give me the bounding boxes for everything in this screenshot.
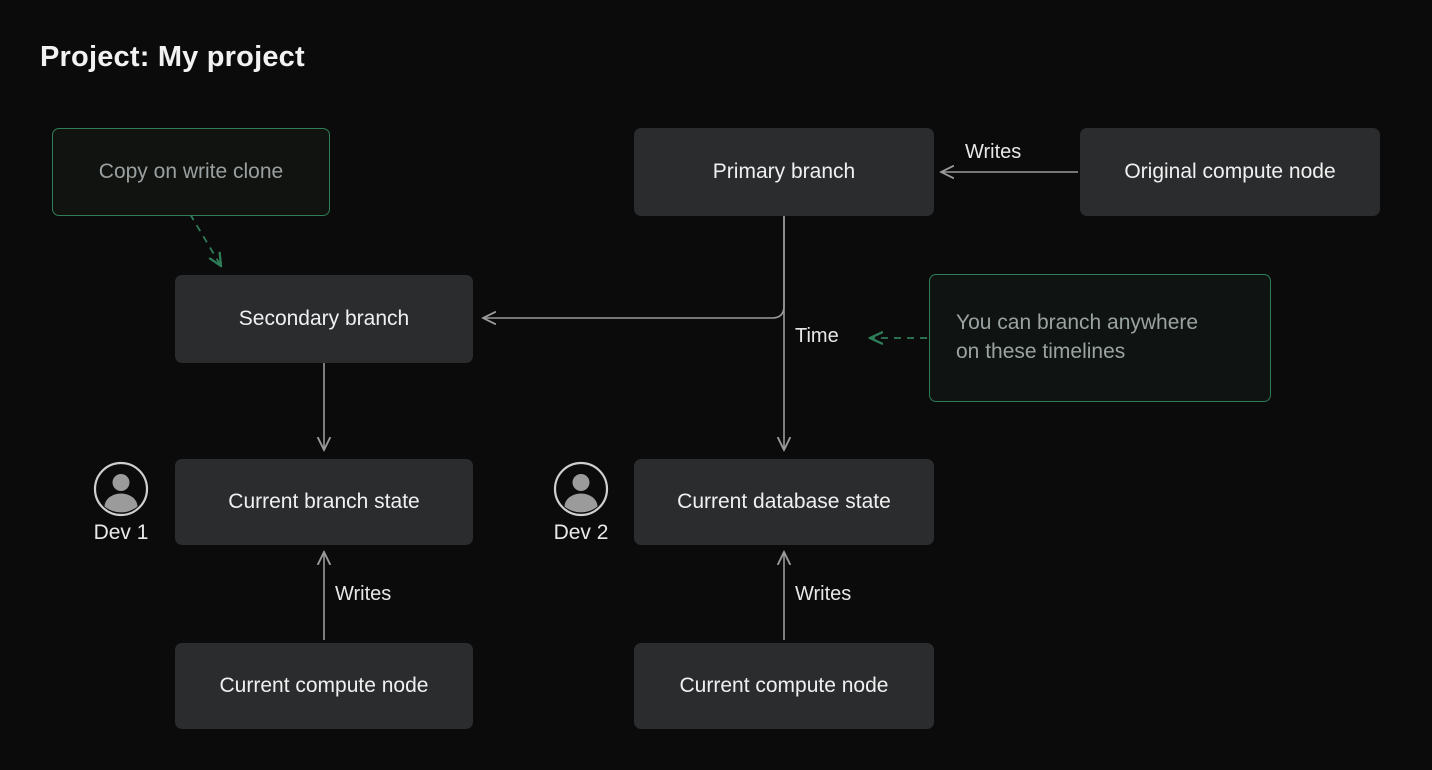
node-label: Secondary branch: [238, 306, 410, 330]
edge-label-writes-left: Writes: [335, 583, 392, 605]
note-line-1: You can branch anywhere: [956, 311, 1199, 335]
actor-label: Dev 2: [553, 521, 609, 544]
actor-dev-1: Dev 1: [93, 461, 149, 545]
node-label: Primary branch: [712, 159, 856, 183]
node-label: Copy on write clone: [98, 159, 284, 183]
edge-label-writes-original: Writes: [965, 141, 1022, 163]
edge-label-writes-right: Writes: [795, 583, 852, 605]
node-current-branch-state[interactable]: Current branch state: [175, 459, 473, 545]
node-label: Current database state: [677, 489, 891, 513]
note-branch-anywhere: You can branch anywhere on these timelin…: [929, 274, 1271, 402]
node-label: Current compute node: [219, 673, 429, 697]
node-secondary-branch[interactable]: Secondary branch: [175, 275, 473, 363]
node-copy-on-write-clone[interactable]: Copy on write clone: [52, 128, 330, 216]
user-avatar-icon: [553, 461, 609, 517]
node-original-compute-node[interactable]: Original compute node: [1080, 128, 1380, 216]
node-current-compute-node-left[interactable]: Current compute node: [175, 643, 473, 729]
page-title: Project: My project: [40, 41, 305, 73]
note-line-2: on these timelines: [956, 340, 1126, 363]
node-current-database-state[interactable]: Current database state: [634, 459, 934, 545]
edge-primary-to-secondary: [483, 215, 785, 318]
edge-label-time: Time: [795, 325, 839, 347]
node-primary-branch[interactable]: Primary branch: [634, 128, 934, 216]
user-avatar-icon: [93, 461, 149, 517]
edge-clone-to-secondary-dashed: [189, 213, 221, 266]
node-label: Current compute node: [679, 673, 889, 697]
actor-label: Dev 1: [93, 521, 149, 544]
actor-dev-2: Dev 2: [553, 461, 609, 545]
node-label: Original compute node: [1124, 159, 1336, 183]
node-current-compute-node-right[interactable]: Current compute node: [634, 643, 934, 729]
node-label: Current branch state: [228, 489, 420, 513]
